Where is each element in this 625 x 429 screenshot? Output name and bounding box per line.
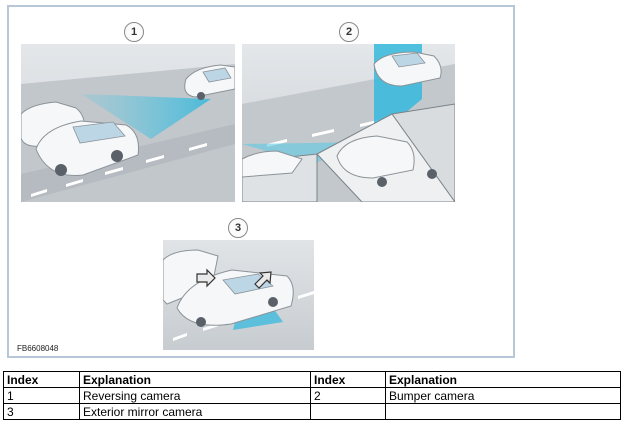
header-index-2: Index xyxy=(310,371,386,388)
table-cell: Exterior mirror camera xyxy=(79,403,311,420)
panel-2-badge: 2 xyxy=(339,22,359,42)
table-cell: Bumper camera xyxy=(385,387,621,404)
panel-3-badge: 3 xyxy=(228,218,248,238)
panel-3-illustration xyxy=(163,240,314,350)
table-cell xyxy=(385,403,621,420)
figure-code: FB6608048 xyxy=(17,344,59,353)
table-row: 1 Reversing camera 2 Bumper camera xyxy=(3,387,621,404)
table-cell: 1 xyxy=(3,387,80,404)
header-explanation-1: Explanation xyxy=(79,371,311,388)
header-index-1: Index xyxy=(3,371,80,388)
table-cell: 3 xyxy=(3,403,80,420)
table-cell: Reversing camera xyxy=(79,387,311,404)
table-cell: 2 xyxy=(310,387,386,404)
table-header-row: Index Explanation Index Explanation xyxy=(3,371,621,388)
panel-2-illustration xyxy=(242,44,455,202)
table-cell xyxy=(310,403,386,420)
table-row: 3 Exterior mirror camera xyxy=(3,403,621,420)
legend-table: Index Explanation Index Explanation 1 Re… xyxy=(3,371,621,420)
panel-1-illustration xyxy=(21,44,235,202)
figure-frame: 1 xyxy=(7,5,515,358)
header-explanation-2: Explanation xyxy=(385,371,621,388)
panel-1-badge: 1 xyxy=(124,22,144,42)
